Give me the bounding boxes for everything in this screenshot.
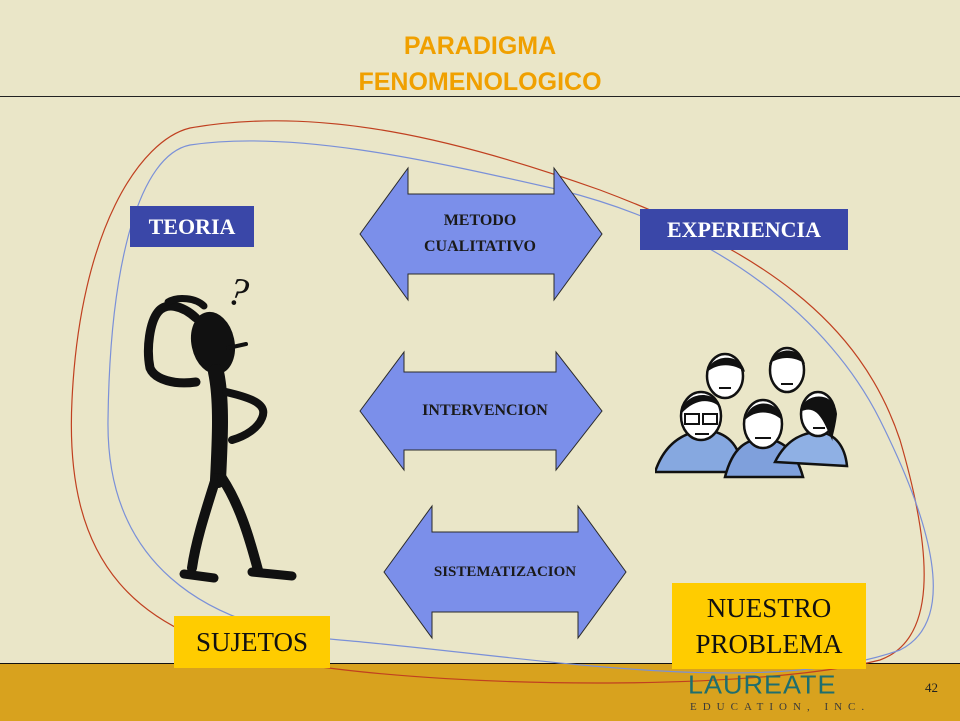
problema-line1: NUESTRO — [706, 593, 832, 623]
arrow-sistematizacion-label: SISTEMATIZACION — [405, 559, 605, 585]
experiencia-text: EXPERIENCIA — [666, 216, 822, 242]
arrow-sistematizacion-line1: SISTEMATIZACION — [433, 564, 577, 580]
laureate-logo-subtitle: EDUCATION, INC. — [690, 701, 871, 713]
slide-title: PARADIGMA FENOMENOLOGICO — [280, 28, 680, 100]
nuestro-problema-box: NUESTRO PROBLEMA — [672, 583, 866, 669]
problema-line2: PROBLEMA — [695, 629, 843, 659]
title-line-1: PARADIGMA — [403, 32, 557, 60]
double-arrow-intervencion — [359, 350, 603, 472]
page-number: 42 — [925, 680, 938, 695]
footer-band — [0, 663, 960, 721]
sujetos-box: SUJETOS — [174, 616, 330, 668]
double-arrow-sistematizacion — [383, 504, 627, 640]
sujetos-text: SUJETOS — [195, 627, 309, 657]
laureate-logo: LAUREATE — [688, 670, 837, 700]
arrow-metodo-line2: CUALITATIVO — [424, 238, 536, 255]
experiencia-label: EXPERIENCIA — [640, 209, 848, 250]
title-line-2: FENOMENOLOGICO — [358, 68, 602, 96]
arrow-intervencion-line1: INTERVENCION — [422, 402, 548, 419]
arrow-intervencion-label: INTERVENCION — [390, 398, 580, 424]
double-arrow-metodo — [359, 166, 603, 302]
teoria-text: TEORIA — [148, 213, 236, 239]
arrow-metodo-label: METODO CUALITATIVO — [400, 208, 560, 260]
group-of-people-icon — [655, 346, 849, 479]
top-divider — [0, 96, 960, 97]
teoria-label: TEORIA — [130, 206, 254, 247]
arrow-metodo-line1: METODO — [443, 212, 517, 229]
thinking-person-icon — [143, 295, 297, 583]
